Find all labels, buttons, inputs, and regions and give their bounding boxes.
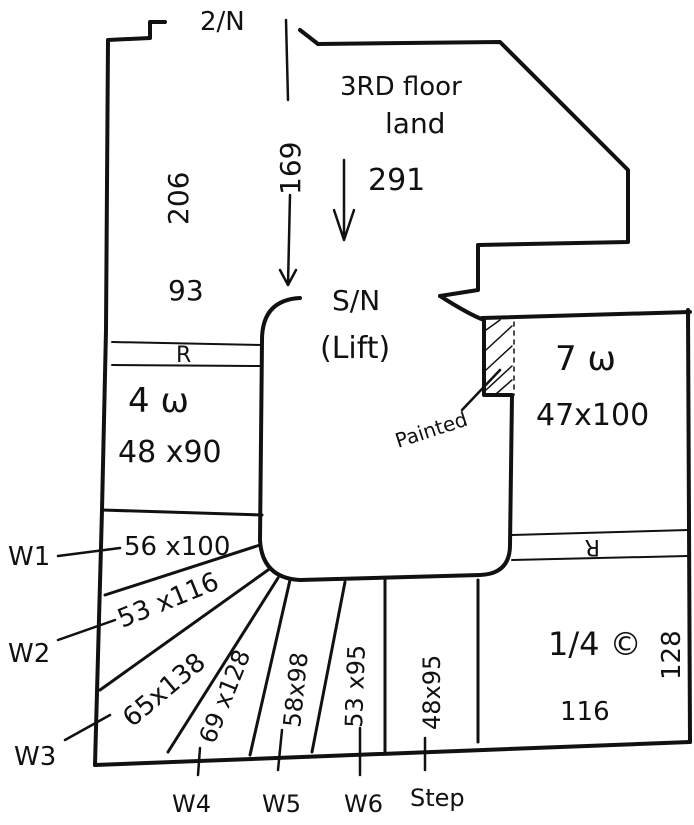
callout-w3: W3 [14,742,56,772]
right-panel-top [480,310,692,320]
dimension-169: 169 [274,142,307,195]
newel-core [258,294,514,582]
dimension-93: 93 [168,274,204,307]
left-panel-title: 4 ω [128,381,189,421]
left-panel-size: 48 x90 [118,435,222,470]
callout-step: Step [410,784,465,812]
left-riser-lines [111,341,263,367]
callout-w6: W6 [344,790,383,818]
floor-title-line1: 3RD floor [340,72,462,102]
tread-label-w5: 58x98 [278,651,314,729]
tread-label-step: 48x95 [418,655,446,730]
lift-sub: (Lift) [320,331,390,366]
left-riser-label: R [176,343,191,368]
right-riser-lines [511,529,689,561]
top-label: 2/N [200,7,245,37]
winder-line-3 [166,576,280,754]
painted-hatch [485,319,515,396]
callout-w5: W5 [262,790,301,818]
tread-label-w2: 53 x116 [113,567,223,635]
arrow-291 [332,158,356,242]
quarter-depth: 128 [657,630,687,680]
winder-line-2 [98,568,270,692]
dimension-291: 291 [368,163,425,198]
tread-label-w3: 65x138 [117,647,211,733]
lift-label: S/N [332,284,380,317]
callout-w2: W2 [8,639,50,669]
dimension-line-169 [278,18,298,287]
right-wall [686,308,692,744]
bottom-wall [93,740,692,767]
left-wall [93,328,108,767]
painted-leader [460,368,502,412]
floor-title-line2: land [385,107,445,140]
right-riser-label: R [585,534,600,559]
callout-w4: W4 [172,790,211,818]
winder-lines [98,543,387,757]
tread-label-w6: 53 x95 [340,644,371,728]
left-panel-bottom [100,508,264,517]
tread-label-w1: 56 x100 [124,532,230,562]
winder-line-4 [248,578,292,757]
winder-line-5 [310,580,347,754]
dimension-206: 206 [162,172,195,225]
painted-label: Painted [392,407,470,453]
quarter-width: 116 [560,697,610,727]
winder-line-1 [103,543,262,597]
callout-w1: W1 [8,542,50,572]
callout-leaders [56,546,427,777]
right-panel-title: 7 ω [555,339,616,379]
landing-outline [104,20,630,332]
quarter-label: 1/4 © [548,625,642,663]
right-panel-size: 47x100 [536,398,649,433]
